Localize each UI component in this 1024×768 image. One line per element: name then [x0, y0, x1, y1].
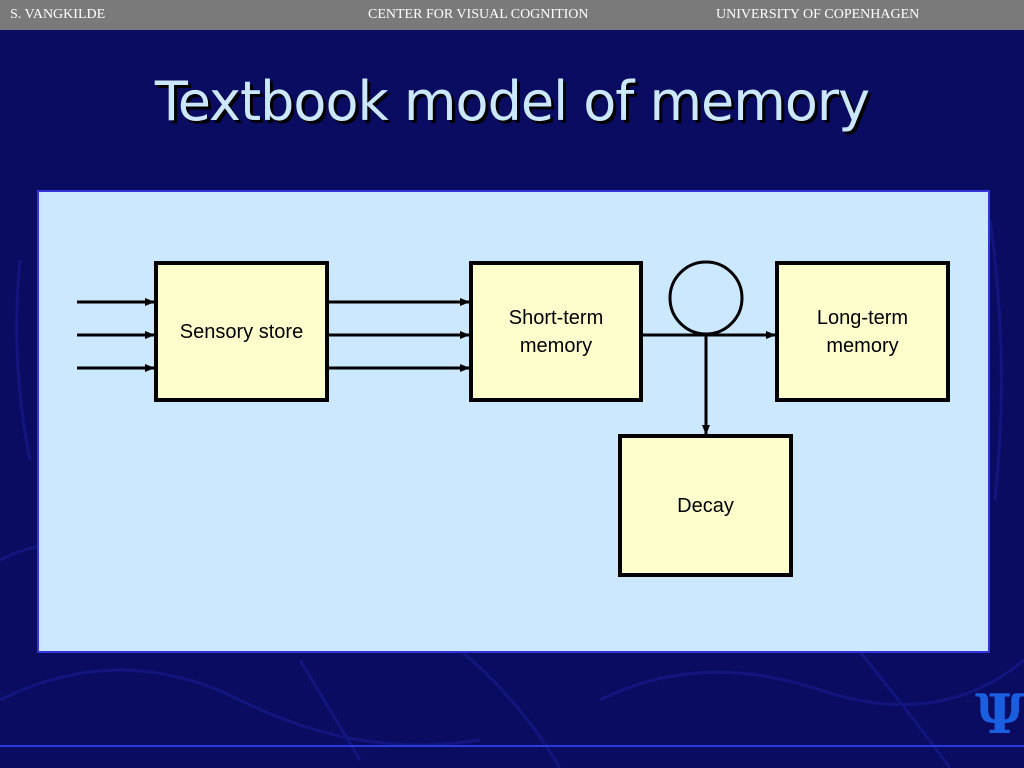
sensory-store-label: Sensory store: [179, 320, 304, 343]
header-center-name: CENTER FOR VISUAL COGNITION: [368, 7, 589, 22]
decay-label: Decay: [677, 494, 734, 517]
short-term-memory-label: Short-term memory: [508, 306, 604, 357]
slide-title: Textbook model of memory: [154, 70, 870, 133]
header-author: S. VANGKILDE: [10, 7, 106, 22]
footer-divider: [0, 745, 1024, 747]
header-bar: S. VANGKILDE CENTER FOR VISUAL COGNITION…: [0, 0, 1024, 30]
psi-logo-icon: Ψ: [975, 682, 1024, 746]
rehearsal-loop: [668, 260, 744, 336]
long-term-memory-box: Long-term memory: [775, 261, 950, 402]
sensory-store-box: Sensory store: [154, 261, 329, 402]
short-term-memory-box: Short-term memory: [469, 261, 643, 402]
long-term-memory-label: Long-term memory: [816, 306, 909, 357]
header-university: UNIVERSITY OF COPENHAGEN: [716, 7, 920, 22]
decay-box: Decay: [618, 434, 793, 577]
